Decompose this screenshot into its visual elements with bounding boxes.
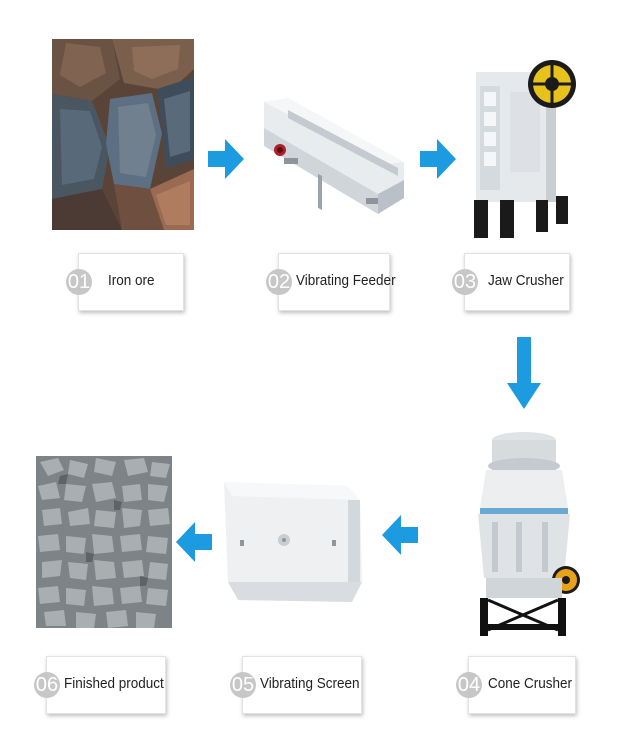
step-number-badge: 02 (266, 269, 292, 295)
step-label-box (46, 656, 166, 714)
arrow-left-icon (382, 515, 418, 555)
step-number-badge: 04 (456, 672, 482, 698)
step-04-label: 04 Cone Crusher (456, 656, 576, 714)
step-label-box (278, 253, 390, 311)
step-label-text: Iron ore (108, 272, 155, 289)
step-label-text: Vibrating Feeder (296, 272, 396, 289)
vibrating-screen-image (220, 478, 365, 608)
finished-product-image (36, 456, 172, 628)
arrow-left-icon (176, 522, 212, 562)
jaw-crusher-image (470, 32, 580, 242)
step-02-label: 02 Vibrating Feeder (266, 253, 396, 311)
arrow-right-icon (420, 139, 456, 179)
step-label-text: Finished product (64, 675, 164, 692)
step-06-label: 06 Finished product (34, 656, 166, 714)
step-01-label: 01 Iron ore (66, 253, 184, 311)
step-label-text: Vibrating Screen (260, 675, 360, 692)
step-05-label: 05 Vibrating Screen (230, 656, 362, 714)
step-03-label: 03 Jaw Crusher (452, 253, 570, 311)
iron-ore-image (52, 39, 194, 230)
step-number-badge: 03 (452, 269, 478, 295)
cone-crusher-image (472, 428, 582, 640)
step-label-text: Jaw Crusher (488, 272, 564, 289)
step-label-box (78, 253, 184, 311)
arrow-down-icon (507, 337, 541, 409)
step-number-badge: 01 (66, 269, 92, 295)
arrow-right-icon (208, 139, 244, 179)
step-label-text: Cone Crusher (488, 675, 573, 692)
step-label-box (468, 656, 576, 714)
step-number-badge: 06 (34, 672, 60, 698)
step-number-badge: 05 (230, 672, 256, 698)
step-label-box (464, 253, 570, 311)
vibrating-feeder-image (258, 98, 408, 218)
